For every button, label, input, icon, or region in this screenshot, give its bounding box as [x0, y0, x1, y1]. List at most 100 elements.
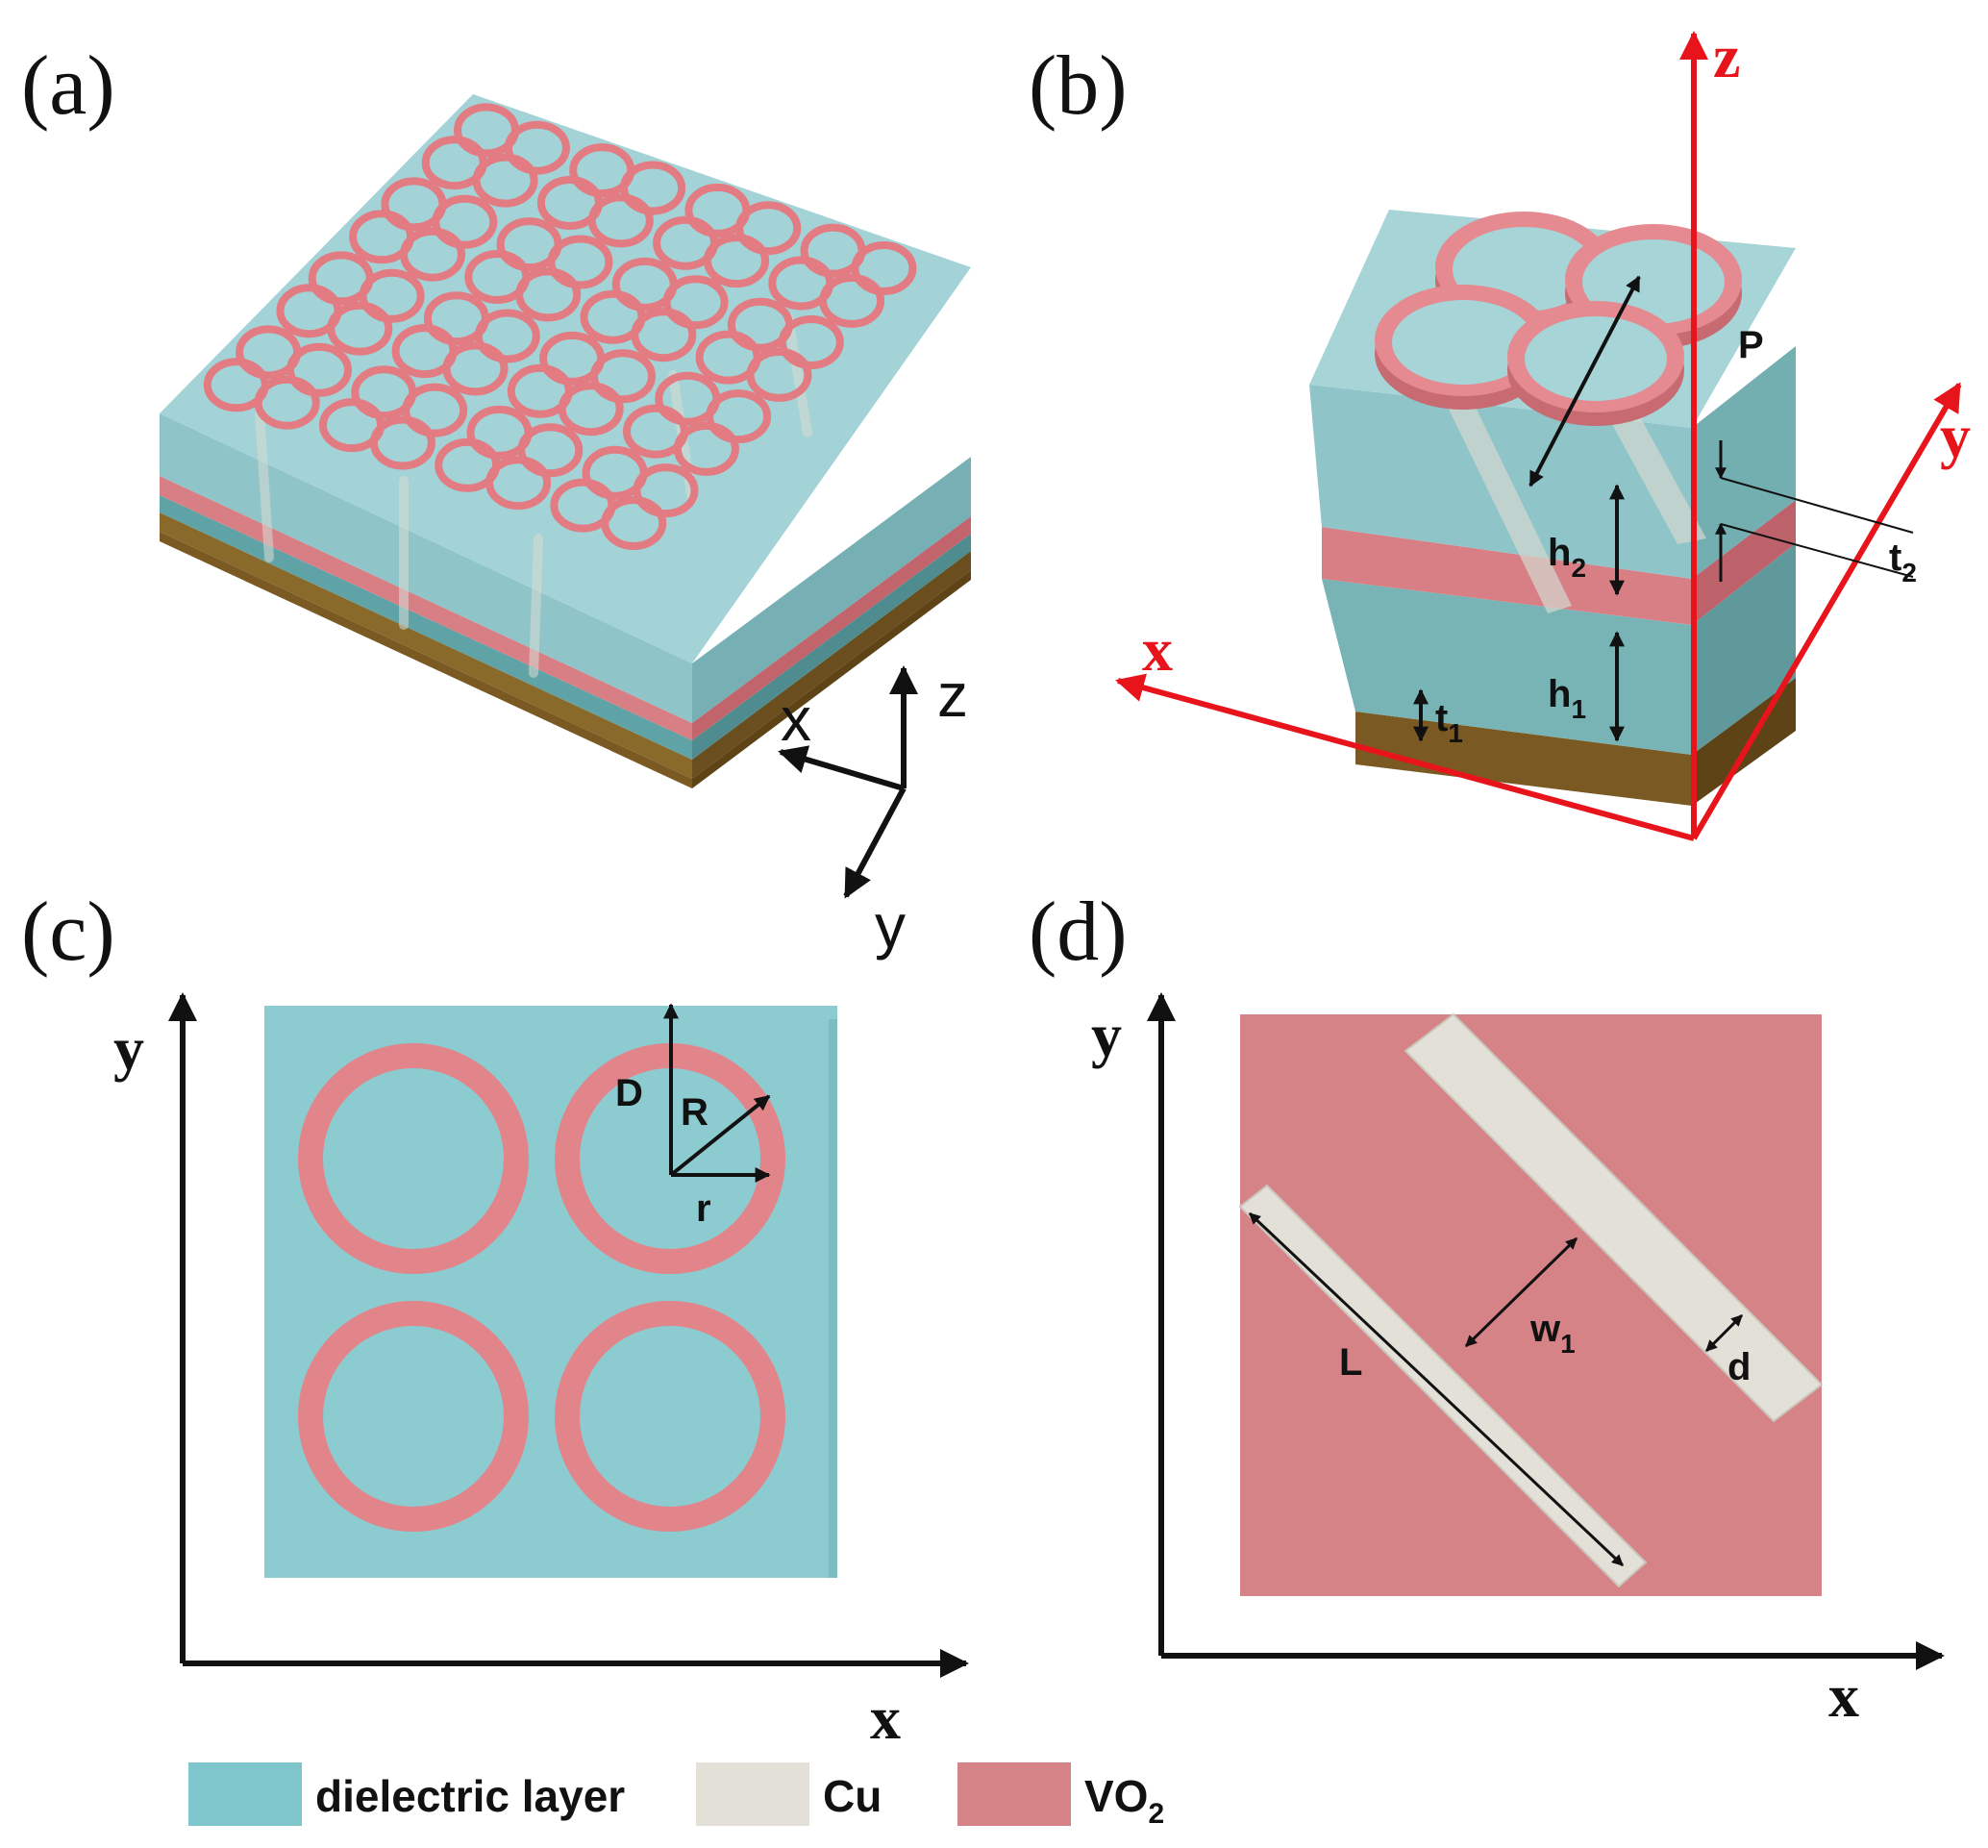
axis-d-x-label: x — [1828, 1661, 1859, 1730]
axis-d-y-label: y — [1091, 1001, 1122, 1069]
cu-bar-b-1 — [1428, 358, 1572, 613]
axis-a-z-label: z — [937, 661, 968, 730]
ring-a — [662, 275, 729, 330]
ring-a — [402, 383, 468, 437]
ring-a — [442, 341, 509, 396]
axis-a-y-label: y — [875, 891, 906, 961]
legend-label-cu: Cu — [823, 1771, 882, 1821]
legend: dielectric layer Cu VO2 — [188, 1762, 1164, 1830]
panel-label-a: (a) — [21, 39, 115, 133]
dim-d-label: d — [1727, 1346, 1751, 1388]
ring-a — [735, 201, 802, 256]
ring-a — [706, 389, 772, 444]
axis-b-x — [1115, 673, 1695, 841]
axes-b — [1115, 31, 1962, 841]
ring-a — [485, 456, 552, 511]
ring-c-top-left — [298, 1043, 529, 1274]
substrate-side-top-a — [692, 551, 971, 779]
legend-label-dielectric: dielectric layer — [315, 1771, 625, 1821]
dim-t2-label: t2 — [1889, 537, 1917, 587]
legend-label-vo2: VO2 — [1084, 1771, 1164, 1830]
upper-dielectric-side-a — [692, 457, 971, 723]
ring-a — [633, 463, 699, 518]
ring-a — [590, 349, 656, 404]
lower-dielectric-side-b — [1692, 543, 1796, 755]
ring-a — [673, 421, 739, 476]
ring-a — [547, 235, 613, 289]
ring-a — [558, 382, 624, 437]
ring-b-front-left — [1375, 285, 1552, 410]
upper-dielectric-side-b — [1692, 346, 1796, 579]
axis-b-z-label: z — [1713, 22, 1740, 90]
dielectric-edge-c — [829, 1019, 837, 1578]
panel-a: (a) — [21, 39, 971, 788]
axis-a-x — [778, 745, 905, 791]
ring-a — [472, 153, 538, 208]
ring-a — [631, 308, 697, 362]
dim-L-label: L — [1339, 1341, 1362, 1384]
ring-a — [778, 315, 844, 369]
ring-a — [601, 496, 667, 550]
axis-a-y — [843, 787, 907, 899]
dim-P-label: P — [1738, 324, 1764, 366]
panel-c: (c) D R r y x — [21, 886, 969, 1752]
lower-dielectric-side-a — [692, 534, 971, 760]
ring-a — [515, 267, 582, 322]
ring-a — [704, 234, 769, 288]
legend-swatch-dielectric — [188, 1762, 302, 1826]
ring-c-bottom-right — [555, 1301, 785, 1532]
ring-a — [327, 301, 393, 356]
dim-t2-leader-top — [1720, 477, 1914, 534]
ring-a — [587, 193, 654, 248]
dim-h2-label: h2 — [1548, 532, 1586, 583]
ring-a — [851, 241, 917, 295]
dim-d-arrow — [1704, 1313, 1744, 1353]
axis-a-x-label: x — [781, 685, 811, 754]
ring-a — [819, 273, 885, 328]
ring-a — [746, 347, 812, 402]
ring-array-a — [203, 103, 917, 550]
lower-dielectric-front-a — [160, 495, 692, 760]
panel-label-c: (c) — [21, 886, 115, 979]
ring-c-bottom-left — [298, 1301, 529, 1532]
vo2-layer-side-a — [692, 516, 971, 740]
ring-a — [369, 415, 435, 470]
upper-dielectric-front-a — [160, 413, 692, 723]
substrate-front-b — [1355, 712, 1692, 806]
axis-b-y-label: y — [1940, 402, 1971, 470]
dim-h1-label: h1 — [1548, 673, 1586, 724]
axis-c-x-label: x — [870, 1684, 901, 1752]
axis-b-y — [1691, 382, 1962, 840]
axes-a: z x y — [778, 661, 968, 961]
ring-a — [517, 423, 584, 478]
vo2-layer-front-b — [1322, 527, 1692, 625]
axis-b-x-label: x — [1142, 615, 1173, 684]
ring-a — [254, 375, 320, 430]
dim-t1-label: t1 — [1435, 697, 1463, 748]
ring-a — [504, 120, 570, 175]
panel-label-b: (b) — [1029, 39, 1128, 133]
substrate-front-a — [160, 532, 692, 788]
dim-D-label: D — [615, 1072, 643, 1114]
panel-b: (b) — [1029, 22, 1971, 841]
legend-swatch-vo2 — [957, 1762, 1071, 1826]
ring-a — [359, 268, 425, 323]
vo2-layer-side-b — [1692, 500, 1796, 625]
panel-d: (d) L w1 d y x — [1029, 886, 1945, 1730]
dim-R-arrow — [669, 1094, 771, 1177]
panel-label-d: (d) — [1029, 886, 1128, 979]
dim-r-label: r — [696, 1187, 711, 1230]
dim-R-label: R — [681, 1091, 708, 1134]
vo2-layer-front-a — [160, 476, 692, 740]
dim-t2-leader-bottom — [1720, 523, 1914, 578]
legend-swatch-cu — [696, 1762, 809, 1826]
ring-a — [432, 194, 498, 249]
ring-a — [286, 342, 352, 397]
dim-P-arrow — [1528, 275, 1641, 487]
axis-c-y-label: y — [113, 1014, 144, 1083]
substrate-front-top-a — [160, 512, 692, 779]
ring-a — [620, 161, 686, 215]
ring-a — [474, 309, 540, 363]
dim-w1-arrow — [1464, 1236, 1578, 1348]
